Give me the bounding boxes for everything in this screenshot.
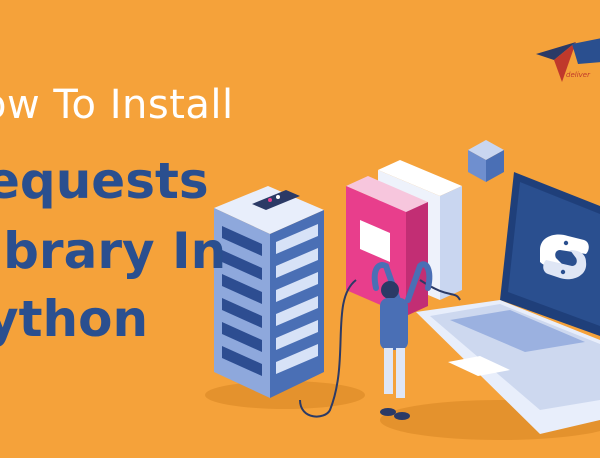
server-shadow (205, 381, 365, 409)
python-logo-icon (540, 234, 589, 280)
books-icon (346, 160, 462, 316)
person-icon (371, 261, 433, 420)
brand-logo (536, 38, 600, 82)
logo-tagline: deliver (566, 71, 590, 79)
cable (299, 279, 357, 418)
server-rack-icon (214, 186, 324, 398)
cube-icon (468, 140, 504, 182)
